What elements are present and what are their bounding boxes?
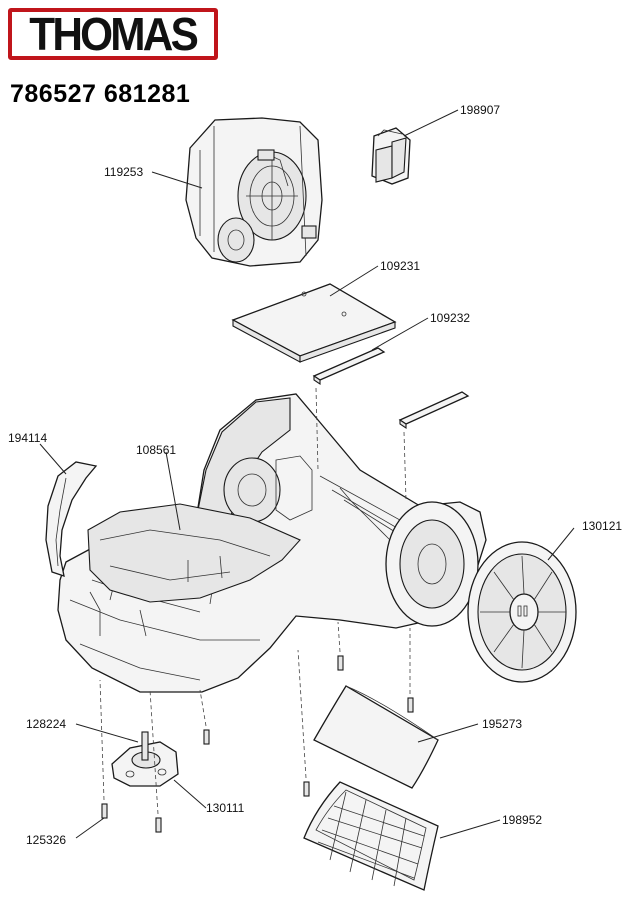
thomas-logo: THOMAS	[8, 8, 218, 60]
part-label: 108561	[136, 443, 176, 457]
part-label: 130121	[582, 519, 622, 533]
screws	[101, 655, 414, 833]
part-number-labels: 198907 119253 109231 109232 194114 10856…	[8, 103, 622, 847]
wheel-part	[467, 541, 577, 683]
filter-plate-part	[231, 283, 397, 363]
leader-lines	[39, 109, 575, 839]
part-label: 198952	[502, 813, 542, 827]
logo-text: THOMAS	[29, 8, 200, 60]
assembly-guide-lines	[99, 387, 411, 815]
part-label: 128224	[26, 717, 66, 731]
part-label: 125326	[26, 833, 66, 847]
part-label: 195273	[482, 717, 522, 731]
part-label: 194114	[8, 431, 47, 445]
grille-part	[303, 781, 439, 891]
part-label: 109231	[380, 259, 420, 273]
part-label: 198907	[460, 103, 500, 117]
caster-wheel-part	[111, 731, 179, 787]
curved-filter-part	[313, 685, 439, 789]
foam-strip-part	[312, 347, 470, 430]
part-label: 109232	[430, 311, 470, 325]
part-label: 119253	[104, 165, 143, 179]
mounted-wheel	[385, 501, 479, 627]
bumper-part	[45, 461, 98, 577]
body-shell-part	[87, 503, 301, 603]
motor-housing-part	[185, 117, 323, 267]
part-label: 130111	[206, 801, 245, 815]
model-numbers: 786527 681281	[10, 80, 191, 108]
connector-part	[371, 127, 411, 185]
